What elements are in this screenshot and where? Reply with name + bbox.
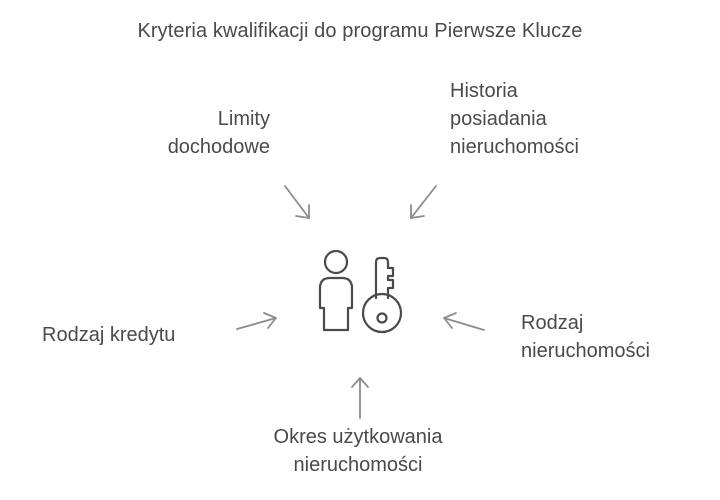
person-with-key-icon <box>318 249 403 334</box>
criterion-ownership-history: Historia posiadania nieruchomości <box>450 77 579 161</box>
criterion-label-line: posiadania <box>450 108 547 130</box>
criterion-label-line: Okres użytkowania <box>273 426 443 448</box>
criterion-label-line: nieruchomości <box>450 136 579 158</box>
arrow-history-to-center <box>410 185 437 219</box>
criterion-label-line: nieruchomości <box>521 340 650 362</box>
criterion-property-type: Rodzaj nieruchomości <box>521 309 650 365</box>
criterion-income-limits: Limity dochodowe <box>168 105 270 161</box>
criterion-credit-type: Rodzaj kredytu <box>42 321 175 349</box>
arrow-property-to-center <box>443 312 485 331</box>
arrow-period-to-center <box>351 377 369 419</box>
criterion-label-line: Historia <box>450 80 518 102</box>
criterion-label-line: Rodzaj <box>521 312 584 334</box>
arrow-credit-to-center <box>236 312 277 330</box>
criterion-label-line: Limity <box>217 108 270 130</box>
arrow-income-to-center <box>284 185 310 219</box>
diagram-title: Kryteria kwalifikacji do programu Pierws… <box>137 20 583 42</box>
criterion-label-line: nieruchomości <box>293 454 423 476</box>
criterion-label-line: dochodowe <box>167 136 270 158</box>
criterion-label-line: Rodzaj kredytu <box>42 324 176 346</box>
criterion-usage-period: Okres użytkowania nieruchomości <box>0 423 716 479</box>
